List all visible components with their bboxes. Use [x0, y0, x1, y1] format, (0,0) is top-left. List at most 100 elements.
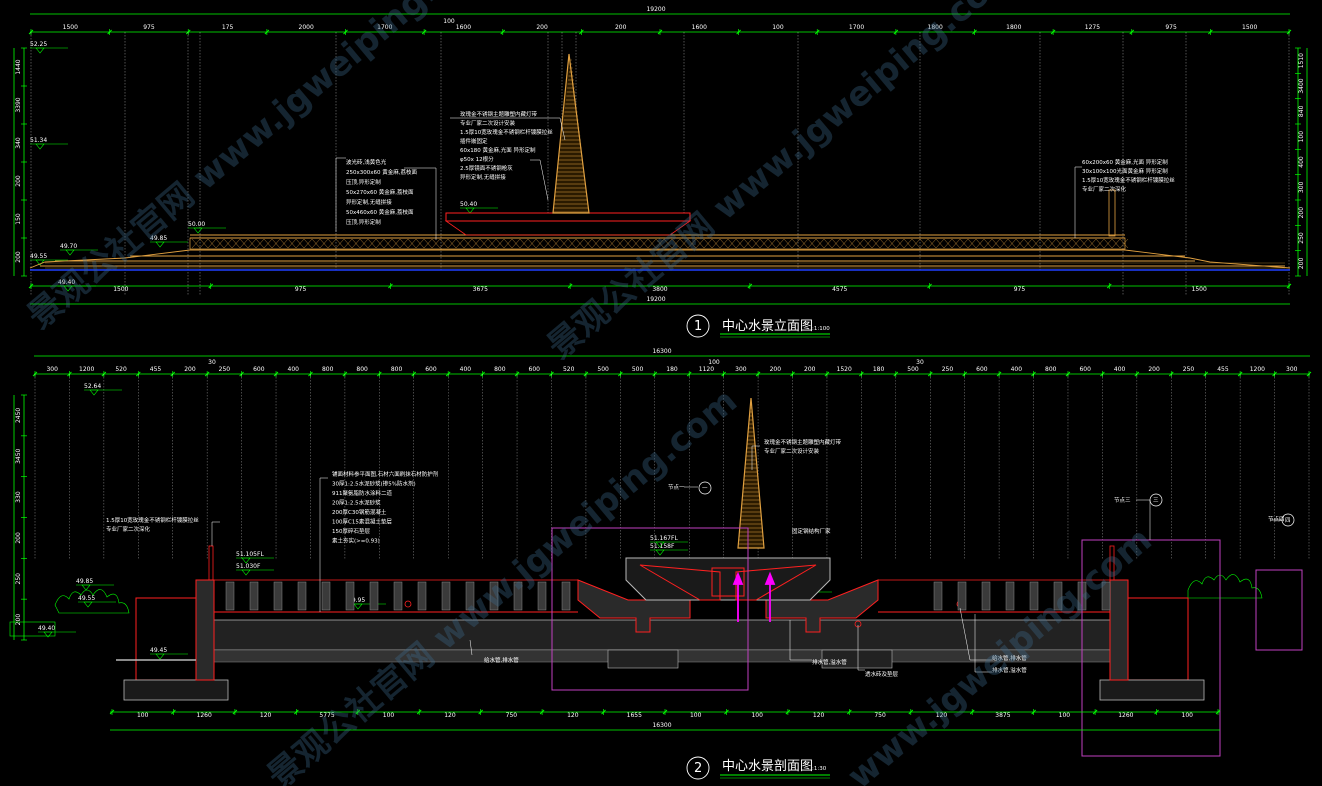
elev-left-dim-label: 1440	[15, 59, 22, 74]
sec-note: 排水管,溢水管	[992, 666, 1027, 674]
sec-top-dim-label: 400	[1114, 366, 1126, 373]
elev-top-dim-label: 1500	[1242, 24, 1257, 31]
sec-top-dim-label: 250	[942, 366, 954, 373]
sec-bottom-dim-label: 1655	[627, 712, 642, 719]
sec-sculpture-bands	[738, 403, 764, 545]
sec-scale: :1:30	[812, 766, 827, 772]
sec-title-circle	[686, 756, 710, 780]
elev-level-mark: 50.00	[188, 221, 205, 228]
sec-top-dim-label: 400	[460, 366, 472, 373]
sec-top-dim-label: 250	[219, 366, 231, 373]
sec-top-dim-label: 250	[1183, 366, 1195, 373]
watermark-text-2: 景观公社官网 www.jgweiping.com	[540, 0, 1025, 367]
sec-small-top-dim: 100	[708, 359, 720, 366]
sec-notes-layers: 铺面材料参平面图,石材六面刷抹石材防护剂 30厚1:2.5水泥砂浆(掺5%防水剂)…	[332, 470, 439, 545]
sec-total-top: 16300	[652, 348, 671, 355]
elev-top-dim-label: 1600	[692, 24, 707, 31]
elev-top-dim-label: 1700	[849, 24, 864, 31]
elev-title: 中心水景立面图	[722, 319, 813, 334]
elev-top-dim-label: 200	[615, 24, 627, 31]
sec-level-mark: 51.105FL	[236, 551, 264, 558]
sec-top-dim-label: 400	[1011, 366, 1023, 373]
elev-right-dim-label: 400	[1298, 156, 1305, 168]
elev-note: 专业厂家二次深化	[1082, 185, 1127, 193]
sec-left-dim-label: 200	[15, 614, 22, 626]
sec-left-dim-label: 2450	[15, 408, 22, 423]
sec-small-top-dim: 30	[916, 359, 924, 366]
sec-top-dim-label: 800	[1045, 366, 1057, 373]
elev-top-dim-label: 975	[1165, 24, 1177, 31]
sec-bottom-dim-label: 100	[751, 712, 763, 719]
sec-title: 中心水景剖面图	[722, 759, 813, 774]
svg-text:三: 三	[1153, 497, 1159, 504]
elev-bottom-dim-label: 975	[295, 286, 307, 293]
sec-top-dim-label: 300	[735, 366, 747, 373]
elev-note: 专业厂家二次设计安装	[460, 119, 516, 127]
sec-title-number: 2	[694, 761, 702, 776]
sec-bottom-dim-label: 100	[1182, 712, 1194, 719]
sec-bottom-dim-label: 750	[506, 712, 518, 719]
sec-top-dim-label: 500	[597, 366, 609, 373]
elev-level-mark: 51.34	[30, 137, 47, 144]
sec-top-dim-label: 800	[356, 366, 368, 373]
sec-top-dim-label: 455	[150, 366, 162, 373]
sec-note: 素土夯实(>=0.93)	[332, 537, 380, 545]
sec-top-dim-label: 600	[1079, 366, 1091, 373]
sec-note: 给水管,排水管	[992, 654, 1027, 662]
sec-top-dim-label: 1200	[1250, 366, 1265, 373]
elev-balustrade-lattice	[191, 238, 1129, 249]
elev-left-dim-label: 150	[15, 213, 22, 225]
sec-bottom-dim-label: 100	[1059, 712, 1071, 719]
elev-top-dim-label: 1600	[456, 24, 471, 31]
elev-note: 60x180 黄金麻,光面 异形定制	[460, 146, 536, 154]
sec-note: 30厚1:2.5水泥砂浆(掺5%防水剂)	[332, 480, 416, 488]
sec-note: 1.5厚10宽玫瑰金不锈钢栏杆镀膜拉丝	[106, 516, 199, 524]
sec-bottom-dim-label: 120	[444, 712, 456, 719]
svg-text:四: 四	[1285, 517, 1291, 524]
elev-bottom-dim-label: 975	[1014, 286, 1026, 293]
elev-total-top: 19200	[646, 6, 665, 13]
elev-note: 50x270x60 黄金麻,荔枝面	[346, 188, 414, 196]
elev-left-dim-label: 200	[15, 175, 22, 187]
detail-box-3	[1081, 539, 1221, 757]
sec-top-dim-label: 600	[529, 366, 541, 373]
elev-notes-center: 玫瑰金不锈钢主题雕塑内藏灯带专业厂家二次设计安装1.5厚10宽玫瑰金不锈钢栏杆镀…	[460, 110, 553, 181]
sec-bottom-dim-label: 5775	[319, 712, 334, 719]
elev-level-mark: 49.40	[58, 279, 75, 286]
sec-level-mark: 49.55	[78, 595, 95, 602]
sec-structure	[116, 557, 1205, 701]
elev-note: 波光砖,浅黄色光	[346, 158, 387, 166]
sec-note: 200厚C30钢筋混凝土	[332, 508, 387, 516]
elev-note: 压顶,异形定制	[346, 178, 381, 186]
sec-bottom-dim-label: 1260	[1118, 712, 1133, 719]
elev-scale: :1:100	[812, 326, 830, 332]
sec-top-dim-label: 1200	[79, 366, 94, 373]
sec-top-dim-label: 600	[976, 366, 988, 373]
elev-note: 2.5厚镜面不锈钢枪灰	[460, 164, 513, 172]
sec-total-bottom: 16300	[652, 722, 671, 729]
elev-right-dim-label: 250	[1298, 232, 1305, 244]
elev-bottom-dim-label: 3675	[473, 286, 488, 293]
sec-note: 铺面材料参平面图,石材六面刷抹石材防护剂	[332, 470, 439, 478]
elev-note: 玫瑰金不锈钢主题雕塑内藏灯带	[460, 110, 538, 118]
sec-bottom-dim-label: 120	[260, 712, 272, 719]
elev-right-dim-label: 200	[1298, 257, 1305, 269]
elev-bottom-dim-label: 1500	[113, 286, 128, 293]
elev-level-mark: 49.85	[150, 235, 167, 242]
sec-note: 透水砖及垫层	[865, 670, 899, 678]
sec-level-mark: 51.167FL	[650, 535, 678, 542]
elev-top-dim-label: 1800	[1006, 24, 1021, 31]
sec-note: 150厚碎石垫层	[332, 527, 370, 535]
sec-bottom-dim-label: 120	[813, 712, 825, 719]
sec-top-dim-label: 180	[666, 366, 678, 373]
elev-top-dim-label: 1800	[928, 24, 943, 31]
